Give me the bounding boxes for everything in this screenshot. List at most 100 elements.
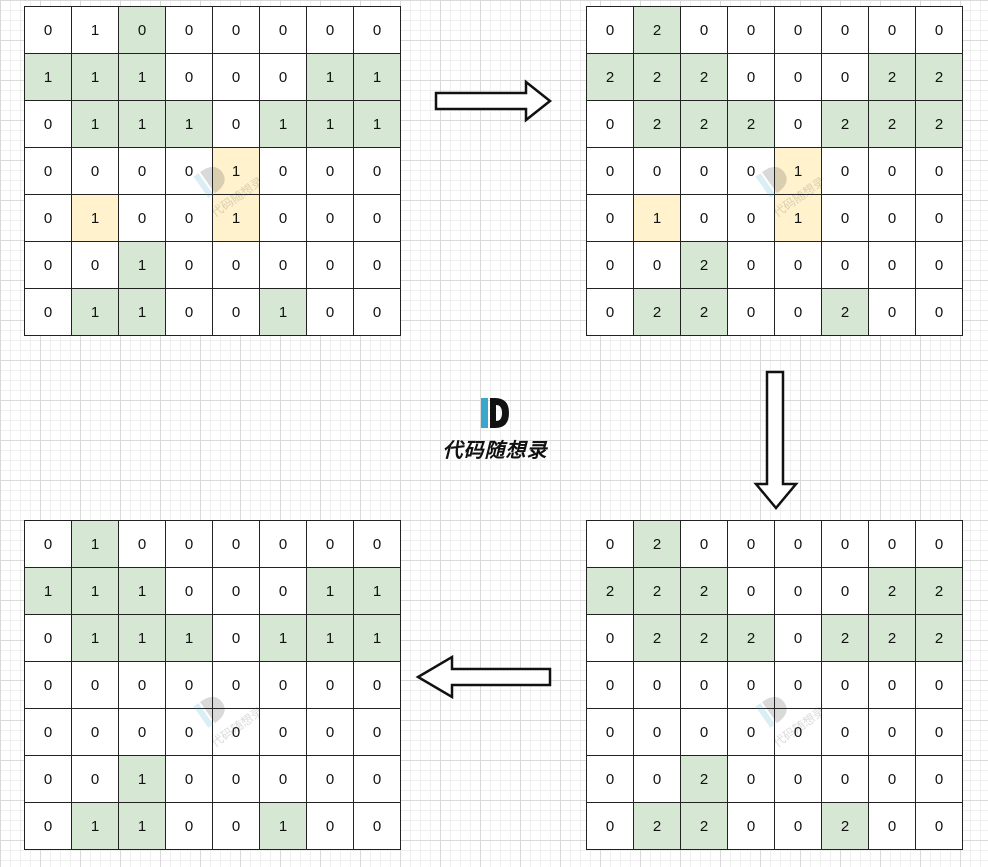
grid-cell: 0 [728, 7, 775, 54]
grid-cell: 0 [869, 7, 916, 54]
grid-cell: 0 [916, 756, 963, 803]
grid-cell: 0 [25, 803, 72, 850]
grid-cell: 2 [634, 289, 681, 336]
grid-cell: 0 [681, 195, 728, 242]
grid-cell: 1 [775, 195, 822, 242]
grid-cell: 0 [775, 54, 822, 101]
grid-cell: 0 [72, 662, 119, 709]
grid-cell: 2 [681, 568, 728, 615]
grid-cell: 1 [213, 195, 260, 242]
grid-cell: 0 [634, 242, 681, 289]
grid-cell: 1 [119, 242, 166, 289]
grid-cell: 1 [260, 615, 307, 662]
grid-cell: 0 [72, 709, 119, 756]
grid-cell: 0 [869, 803, 916, 850]
grid-cell: 0 [775, 7, 822, 54]
grid-cell: 0 [166, 7, 213, 54]
grid-cell: 1 [307, 615, 354, 662]
grid-cell: 0 [822, 54, 869, 101]
grid-cell: 1 [72, 7, 119, 54]
grid-cell: 0 [213, 54, 260, 101]
grid-cell: 1 [72, 803, 119, 850]
grid-cell: 0 [916, 242, 963, 289]
grid-cell: 0 [213, 101, 260, 148]
grid-cell: 2 [916, 615, 963, 662]
grid-cell: 0 [822, 148, 869, 195]
grid-cell: 0 [166, 521, 213, 568]
grid-cell: 1 [72, 54, 119, 101]
grid-cell: 0 [728, 662, 775, 709]
grid-cell: 0 [307, 756, 354, 803]
grid-cell: 0 [166, 709, 213, 756]
grid-cell: 2 [681, 54, 728, 101]
grid-cell: 0 [260, 521, 307, 568]
grid-cell: 0 [354, 195, 401, 242]
grid-cell: 2 [869, 615, 916, 662]
grid-cell: 0 [822, 242, 869, 289]
grid-cell: 2 [587, 54, 634, 101]
grid-cell: 2 [587, 568, 634, 615]
grid-cell: 1 [307, 568, 354, 615]
grid-cell: 0 [822, 568, 869, 615]
grid-cell: 0 [260, 54, 307, 101]
grid-cell: 0 [822, 195, 869, 242]
grid-cell: 0 [869, 242, 916, 289]
grid-cell: 0 [869, 148, 916, 195]
grid-cell: 1 [213, 148, 260, 195]
grid-cell: 0 [728, 709, 775, 756]
grid-cell: 0 [822, 7, 869, 54]
grid-cell: 2 [728, 615, 775, 662]
grid-cell: 1 [72, 101, 119, 148]
grid-cell: 0 [916, 7, 963, 54]
grid-cell: 1 [119, 289, 166, 336]
grid-cell: 0 [681, 521, 728, 568]
grid-cell: 2 [822, 289, 869, 336]
grid-cell: 0 [728, 568, 775, 615]
grid-cell: 0 [354, 803, 401, 850]
grid-cell: 2 [634, 803, 681, 850]
grid-cell: 0 [307, 662, 354, 709]
grid-cell: 2 [634, 615, 681, 662]
grid-cell: 0 [775, 756, 822, 803]
grid-cell: 2 [822, 615, 869, 662]
grid-cell: 0 [25, 7, 72, 54]
grid-cell: 0 [119, 662, 166, 709]
grid-cell: 0 [916, 289, 963, 336]
logo-text: 代码随想录 [442, 438, 548, 462]
grid-cell: 0 [307, 709, 354, 756]
grid-cell: 0 [587, 615, 634, 662]
grid-cell: 0 [166, 148, 213, 195]
grid-cell: 0 [25, 662, 72, 709]
grid-cell: 0 [119, 148, 166, 195]
grid-cell: 2 [634, 54, 681, 101]
grid-cell: 1 [260, 803, 307, 850]
grid-cell: 0 [587, 289, 634, 336]
grid-cell: 1 [354, 568, 401, 615]
grid-cell: 0 [681, 709, 728, 756]
grid-cell: 0 [916, 662, 963, 709]
grid-cell: 1 [72, 195, 119, 242]
grid-cell: 0 [213, 662, 260, 709]
grid-cell: 0 [587, 101, 634, 148]
grid-cell: 0 [119, 195, 166, 242]
grid-cell: 0 [634, 756, 681, 803]
grid-cell: 0 [307, 195, 354, 242]
grid-cell: 0 [25, 101, 72, 148]
arrow-right-icon [434, 79, 553, 123]
logo-d-icon [481, 398, 509, 428]
grid-cell: 0 [775, 242, 822, 289]
grid-cell: 0 [587, 756, 634, 803]
grid-cell: 0 [213, 803, 260, 850]
grid-cell: 2 [634, 521, 681, 568]
arrow-down-icon [753, 370, 799, 510]
grid-cell: 0 [634, 662, 681, 709]
grid-cell: 0 [354, 662, 401, 709]
grid-cell: 0 [728, 803, 775, 850]
grid-cell: 0 [728, 521, 775, 568]
grid-cell: 0 [213, 709, 260, 756]
grid-cell: 0 [634, 709, 681, 756]
grid-cell: 0 [775, 289, 822, 336]
grid-cell: 0 [354, 289, 401, 336]
